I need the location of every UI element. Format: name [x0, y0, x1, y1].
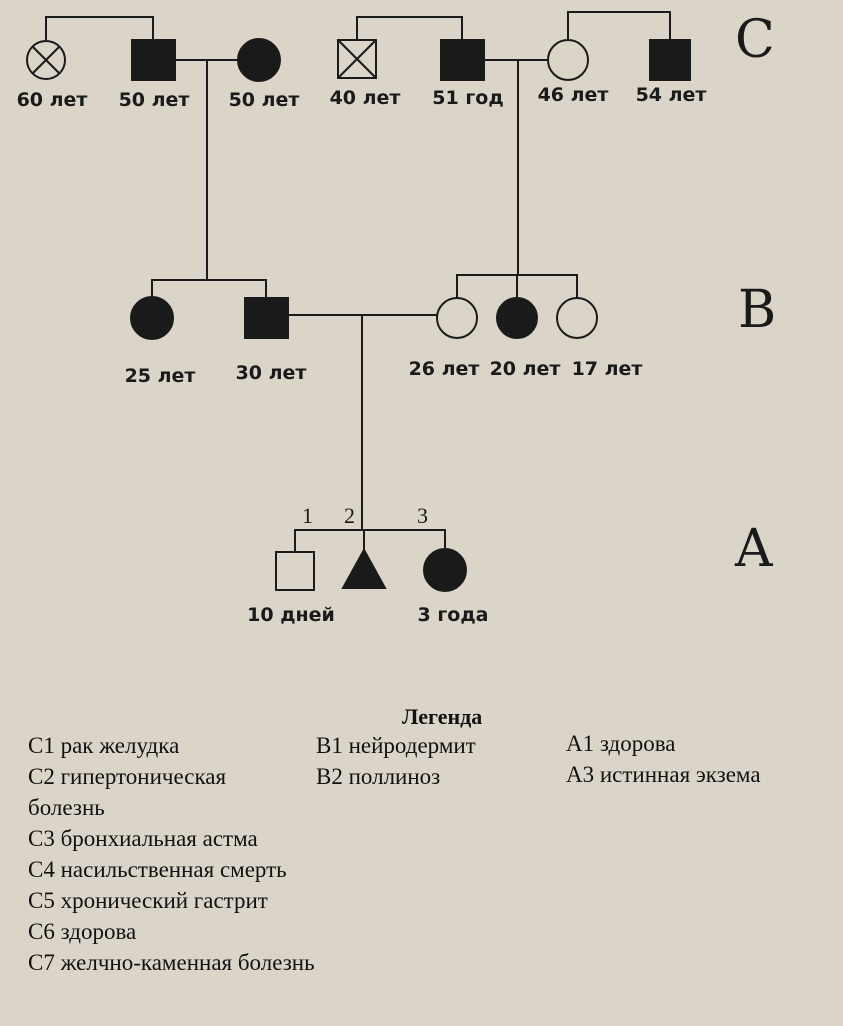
legend-column-a: А1 здорова А3 истинная экзема — [566, 728, 836, 790]
c1-c2-marriage-line — [45, 16, 154, 40]
age-label-b-mid: 20 лет — [489, 358, 561, 380]
age-label-c7: 54 лет — [635, 84, 707, 106]
b2-female-symbol — [436, 297, 478, 339]
age-label-b-left: 25 лет — [124, 365, 196, 387]
legend-item-c4: С4 насильственная смерть — [28, 857, 287, 882]
b-mid-affected-female-symbol — [496, 297, 538, 339]
pedigree-lines — [45, 11, 671, 552]
age-label-c2: 50 лет — [118, 89, 190, 111]
c6-female-symbol — [547, 39, 589, 81]
sibling-number-2: 2 — [344, 503, 355, 528]
generation-label-a: A — [735, 519, 773, 579]
pedigree-symbols — [26, 38, 691, 592]
generation-label-b: B — [738, 280, 777, 340]
b1-affected-male-symbol — [244, 297, 289, 339]
age-label-c3: 50 лет — [228, 89, 300, 111]
age-label-a3: 3 года — [417, 604, 489, 626]
age-label-b2: 26 лет — [408, 358, 480, 380]
generation-label-c: C — [735, 10, 775, 70]
age-label-c4: 40 лет — [329, 87, 401, 109]
c1-deceased-male-symbol — [26, 40, 66, 80]
age-label-c5: 51 год — [432, 87, 504, 109]
legend-item-c6: С6 здорова — [28, 919, 137, 944]
legend-title: Легенда — [402, 704, 483, 729]
legend-item-a3: А3 истинная экзема — [566, 762, 761, 787]
a-sibship-line — [294, 529, 446, 552]
age-label-b1: 30 лет — [235, 362, 307, 384]
legend-item-a1: А1 здорова — [566, 731, 676, 756]
sibling-number-1: 1 — [302, 503, 313, 528]
c7-affected-male-symbol — [649, 39, 691, 81]
age-label-c6: 46 лет — [537, 84, 609, 106]
legend-item-c3: С3 бронхиальная астма — [28, 826, 258, 851]
legend-column-b: В1 нейродермит В2 поллиноз — [316, 730, 556, 792]
age-label-a1: 10 дней — [247, 604, 335, 626]
legend-item-c2: С2 гипертоническая болезнь — [28, 764, 227, 820]
sibling-number-3: 3 — [417, 503, 428, 528]
legend-item-b1: В1 нейродермит — [316, 733, 476, 758]
b-right-female-symbol — [556, 297, 598, 339]
legend-item-c1: С1 рак желудка — [28, 733, 180, 758]
c3-affected-female-symbol — [237, 38, 281, 82]
b-left-sibship-line — [151, 279, 267, 298]
c6-c7-marriage-line — [567, 11, 671, 40]
c4-c5-marriage-line — [356, 16, 463, 40]
c5-affected-male-symbol — [440, 39, 485, 81]
legend-item-c5: С5 хронический гастрит — [28, 888, 268, 913]
age-label-b-right: 17 лет — [571, 358, 643, 380]
a3-affected-female-symbol — [423, 548, 467, 592]
c4-deceased-male-symbol — [337, 39, 377, 79]
age-label-c1: 60 лет — [16, 89, 88, 111]
a1-male-symbol — [275, 551, 315, 591]
legend-column-c: С1 рак желудка С2 гипертоническая болезн… — [28, 730, 318, 978]
b-left-affected-female-symbol — [130, 296, 174, 340]
legend-item-b2: В2 поллиноз — [316, 764, 441, 789]
pedigree-chart — [26, 11, 691, 592]
legend: Легенда С1 рак желудка С2 гипертоническа… — [0, 700, 843, 1020]
c2-affected-male-symbol — [131, 39, 176, 81]
legend-item-c7: С7 желчно-каменная болезнь — [28, 950, 315, 975]
a2-affected-triangle-symbol — [341, 547, 387, 589]
